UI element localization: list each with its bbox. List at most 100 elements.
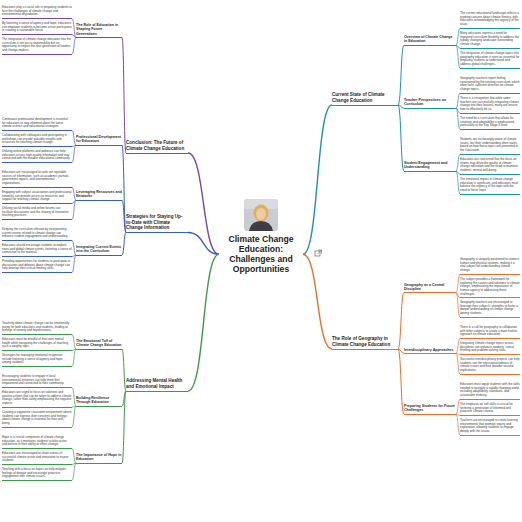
leaf-note: The need for a curriculum that allows fo… [460, 117, 520, 130]
branch-connector [72, 37, 76, 54]
central-topic: Climate Change Education: Challenges and… [219, 234, 303, 275]
leaf-note: Educators play a crucial role in prepari… [2, 6, 72, 19]
branch-connector [122, 233, 126, 256]
leaf-note: Educators are encouraged to seek out rep… [2, 171, 72, 188]
node-text: Strategies for managing emotional respon… [2, 354, 72, 365]
node-text: Overview of Climate Change in Education [404, 35, 456, 44]
sub-branch: The Emotional Toll of Climate Change Edu… [76, 339, 122, 350]
node-text: Educators are encouraged to share storie… [2, 452, 72, 463]
leaf-note: There is a call for geography to collabo… [460, 326, 520, 339]
node-text: The Role of Geography in Climate Change … [332, 336, 398, 347]
node-text: The current educational landscape reflec… [460, 12, 520, 27]
node-text: Educators must be mindful of their own m… [2, 338, 72, 349]
node-text: The integration of climate change educat… [2, 38, 72, 53]
leaf-note: The emphasis on soft skills is crucial f… [460, 403, 520, 416]
node-text: Building Resilience Through Education [76, 396, 122, 405]
branch-connector [188, 233, 219, 255]
node-text: By fostering a sense of agency and hope,… [2, 22, 72, 33]
node-text: Educators play a crucial role in prepari… [2, 6, 72, 17]
leaf-note: Strategies for managing emotional respon… [2, 354, 72, 367]
branch-connector [122, 391, 126, 463]
node-text: Teaching with a focus on hope can help m… [2, 468, 72, 479]
leaf-note: Geography is uniquely positioned to conn… [460, 258, 520, 275]
node-text: Conclusion: The Future of Climate Change… [126, 140, 188, 151]
main-branch: Addressing Mental Health and Emotional I… [126, 378, 188, 392]
leaf-note: Educators are urged to focus on solution… [2, 391, 72, 408]
leaf-note: Utilizing social media and online forums… [2, 207, 72, 220]
leaf-note: Continuous professional development is e… [2, 118, 72, 131]
node-text: Teaching about climate change can be emo… [2, 322, 72, 333]
main-branch: Current State of Climate Change Educatio… [332, 92, 398, 106]
branch-connector [72, 349, 76, 366]
external-link-icon [315, 250, 322, 256]
node-text: Many educators express a need for improv… [460, 32, 520, 47]
branch-connector [72, 200, 76, 219]
node-text: Successful interdisciplinary projects ca… [460, 358, 520, 373]
node-text: Addressing Mental Health and Emotional I… [126, 378, 188, 389]
sub-branch: Geography as a Central Discipline [404, 283, 456, 294]
node-text: Leveraging Resources and Networks [76, 190, 122, 199]
node-text: Educators are encouraged to seek out rep… [2, 171, 72, 186]
branch-connector [303, 254, 332, 349]
branch-connector [122, 37, 126, 153]
node-text: The subject provides a framework for exp… [460, 278, 520, 296]
leaf-note: Providing opportunities for students to … [2, 260, 72, 273]
node-text: The need for a curriculum that allows fo… [460, 117, 520, 128]
leaf-note: Teaching about climate change can be emo… [2, 322, 72, 335]
leaf-note: Successful interdisciplinary projects ca… [460, 358, 520, 375]
leaf-note: The integration of climate change topics… [460, 52, 520, 69]
leaf-note: By fostering a sense of agency and hope,… [2, 22, 72, 35]
sub-branch: Overview of Climate Change in Education [404, 35, 456, 46]
node-text: Continuous professional development is e… [2, 118, 72, 129]
leaf-note: Educators are concerned that the focus o… [460, 158, 520, 175]
node-text: The Emotional Toll of Climate Change Edu… [76, 339, 122, 348]
node-text: The Importance of Hope in Education [76, 453, 122, 462]
branch-connector [398, 293, 404, 349]
node-text: Student Engagement and Understanding [404, 161, 456, 170]
node-text: The emphasis on soft skills is crucial f… [460, 403, 520, 414]
sub-branch: Leveraging Resources and Networks [76, 190, 122, 201]
leaf-note: Teachers are encouraged to create learni… [460, 419, 520, 436]
leaf-note: Teaching with a focus on hope can help m… [2, 468, 72, 481]
branch-connector [188, 153, 219, 254]
node-text: Creating a supportive classroom environm… [2, 411, 72, 426]
leaf-note: Many educators express a need for improv… [460, 32, 520, 49]
node-text: Encouraging students to engage in local … [2, 375, 72, 386]
branch-connector [72, 145, 76, 162]
node-text: Integrating Current Events into the Curr… [76, 245, 122, 254]
leaf-note: Keeping the curriculum relevant by incor… [2, 228, 72, 241]
leaf-note: Geography teachers report feeling constr… [460, 77, 520, 94]
node-text: There is a recognition that while some t… [460, 97, 520, 112]
leaf-note: Educators are encouraged to share storie… [2, 452, 72, 465]
node-text: Educators are concerned that the focus o… [460, 158, 520, 173]
sub-branch: The Importance of Hope in Education [76, 453, 122, 464]
node-text: Educators are urged to focus on solution… [2, 391, 72, 406]
portrait-photo [244, 199, 278, 231]
node-text: Geography is uniquely positioned to conn… [460, 258, 520, 273]
leaf-note: The integration of climate change educat… [2, 38, 72, 55]
leaf-note: Integrating climate change topics across… [460, 342, 520, 355]
node-text: Interdisciplinary Approaches [404, 348, 456, 352]
sub-branch: Integrating Current Events into the Curr… [76, 245, 122, 256]
branch-connector [188, 254, 219, 391]
branch-connector [72, 406, 76, 427]
leaf-note: There is a recognition that while some t… [460, 97, 520, 114]
leaf-note: Educators must equip students with the s… [460, 383, 520, 400]
leaf-note: Collaborating with colleagues and partic… [2, 134, 72, 147]
node-text: Providing opportunities for students to … [2, 260, 72, 271]
leaf-note: Educators must be mindful of their own m… [2, 338, 72, 351]
branch-connector [303, 105, 332, 254]
node-text: Geography teachers are encouraged to lev… [460, 301, 520, 316]
node-text: The Role of Education in Shaping Future … [76, 23, 122, 36]
branch-connector [72, 463, 76, 480]
leaf-note: Creating a supportive classroom environm… [2, 411, 72, 428]
node-text: There is a call for geography to collabo… [460, 326, 520, 337]
leaf-note: Utilizing online platforms and webinars … [2, 150, 72, 163]
leaf-note: The current educational landscape reflec… [460, 12, 520, 29]
leaf-note: Hope is a critical component of climate … [2, 436, 72, 449]
node-text: Educators must equip students with the s… [460, 383, 520, 398]
node-text: Professional Development for Educators [76, 135, 122, 144]
branch-connector [72, 255, 76, 272]
sub-branch: Building Resilience Through Education [76, 396, 122, 407]
